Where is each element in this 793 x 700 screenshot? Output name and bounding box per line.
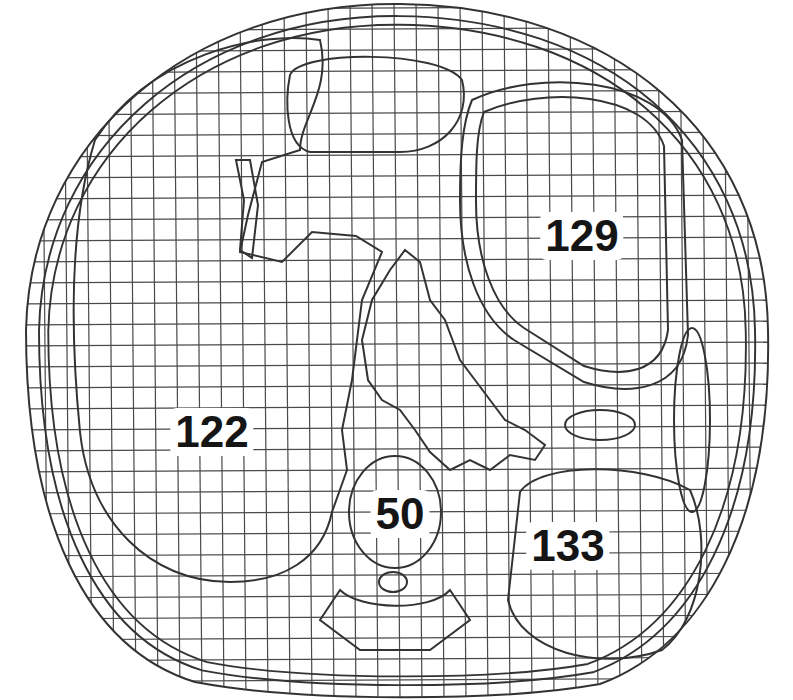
grid-line: [0, 594, 793, 598]
grid-line: [0, 90, 793, 94]
grid-line: [196, 0, 202, 700]
grid-line: [218, 0, 224, 700]
grid-line: [0, 552, 793, 556]
grid-line: [0, 27, 793, 31]
grid-line: [0, 468, 793, 472]
grid-line: [0, 69, 793, 73]
region-value: 129: [540, 212, 623, 260]
grid-line: [0, 237, 793, 241]
region-value: 122: [170, 408, 253, 456]
grid-line: [42, 0, 48, 700]
grid-line: [372, 0, 378, 700]
grid-line: [746, 0, 752, 700]
grid-line: [262, 0, 268, 700]
grid-line: [0, 342, 793, 346]
grid-line: [416, 0, 422, 700]
grid-line: [240, 0, 246, 700]
region-value: 50: [371, 490, 430, 538]
grid-line: [0, 678, 793, 682]
grid-line: [0, 48, 793, 52]
region-value: 133: [526, 522, 609, 570]
grid-line: [0, 6, 793, 10]
grid-line: [328, 0, 334, 700]
grid-line: [0, 216, 793, 220]
grid-line: [108, 0, 114, 700]
grid-line: [174, 0, 180, 700]
grid-line: [0, 657, 793, 661]
grid-line: [0, 321, 793, 325]
grid-line: [790, 0, 793, 700]
grid-line: [394, 0, 400, 700]
grid-line: [0, 300, 793, 304]
grid-line: [20, 0, 26, 700]
organ-outlines: [26, 4, 768, 697]
grid-line: [0, 195, 793, 199]
grid-line: [130, 0, 136, 700]
grid-line: [0, 279, 793, 283]
grid-line: [0, 384, 793, 388]
grid-line: [306, 0, 312, 700]
grid-line: [0, 573, 793, 577]
grid-line: [0, 153, 793, 157]
grid-line: [0, 363, 793, 367]
grid-line: [724, 0, 730, 700]
grid-line: [64, 0, 70, 700]
grid-line: [0, 174, 793, 178]
